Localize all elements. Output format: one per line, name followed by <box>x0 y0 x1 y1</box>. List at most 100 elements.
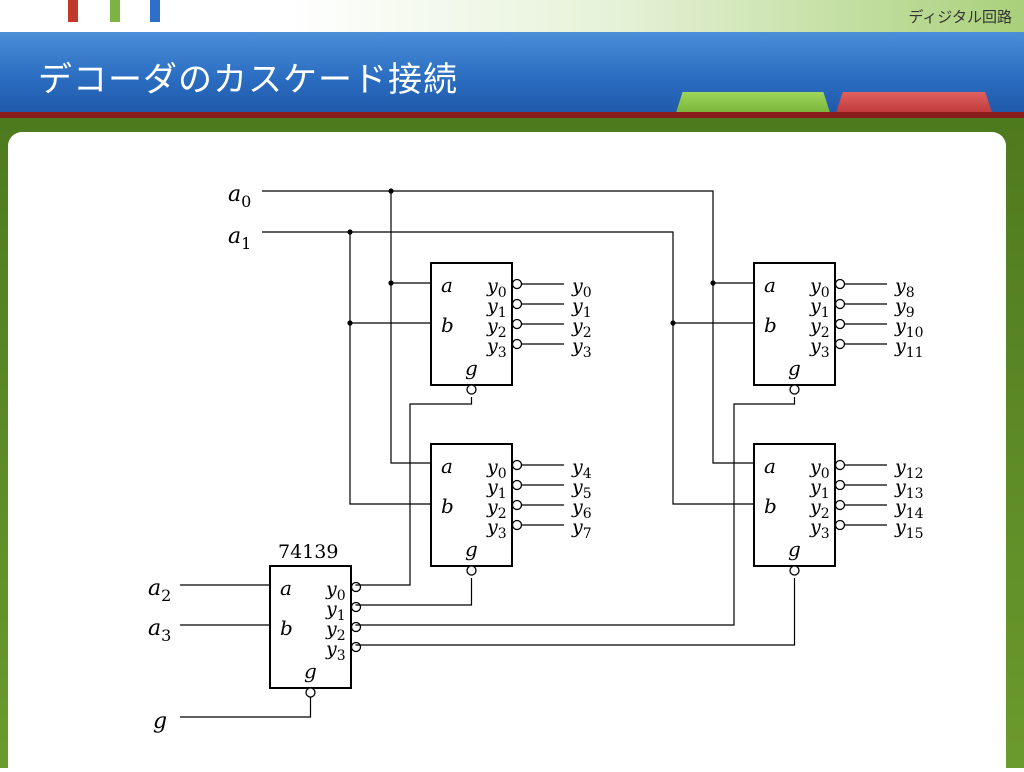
a0-junction-d3 <box>710 280 716 286</box>
decoder-1-y0-bubble <box>511 278 523 290</box>
decoder-4-pin-y3-subscript: 3 <box>821 526 830 542</box>
decoder-main-pin-b: b <box>280 616 293 640</box>
decoder-3-pin-a: a <box>764 273 776 297</box>
course-title: ディジタル回路 <box>908 8 1012 26</box>
deco-bar-red <box>68 0 78 22</box>
decoder-3-pin-b: b <box>764 313 777 337</box>
decoder-3-y3-bubble <box>834 338 846 350</box>
decoder-4-pin-y0-subscript: 0 <box>821 466 830 482</box>
decoder-main-pin-y0-subscript: 0 <box>337 588 346 604</box>
main-y1-to-decoder2-g <box>355 578 473 606</box>
deco-bar-green <box>110 0 120 22</box>
decoder-main-y0-bubble <box>350 581 362 593</box>
a1-junction-top <box>347 229 353 235</box>
decoder-main-box <box>269 565 352 689</box>
input-label-a0-subscript: 0 <box>241 192 251 211</box>
decoder-main-y3-bubble <box>350 641 362 653</box>
input-label-a1-subscript: 1 <box>241 234 251 253</box>
slide-header: デコーダのカスケード接続 <box>0 32 1024 122</box>
output-label-y2-subscript: 2 <box>583 325 592 341</box>
decoder-3-pin-y3-subscript: 3 <box>821 345 830 361</box>
output-label-y10-subscript: 10 <box>906 325 924 341</box>
output-label-y0-subscript: 0 <box>583 285 592 301</box>
decoder-2-pin-y3-subscript: 3 <box>498 526 507 542</box>
decoder-3-y2-bubble <box>834 318 846 330</box>
decoder-main-y2-bubble <box>350 621 362 633</box>
decoder-main-pin-g: g <box>304 659 317 683</box>
output-label-y14-subscript: 14 <box>906 506 924 522</box>
decoder-2-y2-bubble <box>511 499 523 511</box>
output-label-y6-subscript: 6 <box>583 506 592 522</box>
output-label-y11-subscript: 11 <box>906 345 924 361</box>
decoder-4-g-bubble <box>789 565 800 576</box>
output-label-y9-subscript: 9 <box>906 305 915 321</box>
decoder-4-pin-y1-subscript: 1 <box>821 486 830 502</box>
output-label-y1-subscript: 1 <box>583 305 592 321</box>
a1-wire <box>262 231 754 505</box>
decoder-2-y1-bubble <box>511 479 523 491</box>
decoder-1-pin-y2-subscript: 2 <box>498 325 507 341</box>
decoder-2-pin-y1-subscript: 1 <box>498 486 507 502</box>
output-label-y12-subscript: 12 <box>906 466 924 482</box>
input-label-a0: a0 <box>228 182 251 211</box>
decoder-4-y1-bubble <box>834 479 846 491</box>
decoder-1-y2-bubble <box>511 318 523 330</box>
decoder-main-pin-y2-subscript: 2 <box>337 628 346 644</box>
a0-junction-top <box>388 188 394 194</box>
decoder-2-pin-b: b <box>441 494 454 518</box>
input-label-a2-subscript: 2 <box>161 586 171 605</box>
input-label-a1: a1 <box>228 224 251 253</box>
decoder-3-y0-bubble <box>834 278 846 290</box>
decoder-1-pin-b: b <box>441 313 454 337</box>
decoder-4-y2-bubble <box>834 499 846 511</box>
decoder-4-pin-b: b <box>764 494 777 518</box>
decoder-1-pin-a: a <box>441 273 453 297</box>
decoder-4-pin-g: g <box>788 537 801 561</box>
main-y3-to-decoder4-g <box>355 578 796 646</box>
output-label-y7-subscript: 7 <box>583 526 592 542</box>
decoder-main-pin-y3-subscript: 3 <box>337 648 346 664</box>
decoder-1-y1-bubble <box>511 298 523 310</box>
decoder-1-pin-y3-subscript: 3 <box>498 345 507 361</box>
decoder-2-pin-g: g <box>465 537 478 561</box>
decoder-2-pin-y2-subscript: 2 <box>498 506 507 522</box>
decoder-4-pin-a: a <box>764 454 776 478</box>
decoder-2-y0-bubble <box>511 459 523 471</box>
a1-junction-d3 <box>670 320 676 326</box>
decoder-3-box <box>753 262 836 386</box>
deco-bar-blue <box>150 0 160 22</box>
decoder-main-g-bubble <box>305 687 316 698</box>
decoder-2-y3-bubble <box>511 519 523 531</box>
decoder-2-pin-y0-subscript: 0 <box>498 466 507 482</box>
decoder-4-pin-y2-subscript: 2 <box>821 506 830 522</box>
decoder-3-y1-bubble <box>834 298 846 310</box>
output-label-y13-subscript: 13 <box>906 486 924 502</box>
a0-junction-d1 <box>388 280 394 286</box>
decoder-main-pin-a: a <box>280 576 292 600</box>
output-label-y8-subscript: 8 <box>906 285 915 301</box>
decoder-4-y0-bubble <box>834 459 846 471</box>
frame-red-stripe <box>0 112 1024 120</box>
decoder-3-pin-y1-subscript: 1 <box>821 305 830 321</box>
input-label-a2: a2 <box>148 576 171 605</box>
decoder-2-g-bubble <box>466 565 477 576</box>
top-bar: ディジタル回路 <box>0 0 1024 32</box>
main-y2-to-decoder3-g <box>355 397 796 626</box>
slide-title: デコーダのカスケード接続 <box>38 60 458 100</box>
decoder-1-pin-g: g <box>465 356 478 380</box>
decoder-1-pin-y0-subscript: 0 <box>498 285 507 301</box>
decoder-3-pin-g: g <box>788 356 801 380</box>
decoder-3-pin-y0-subscript: 0 <box>821 285 830 301</box>
a1-junction-d1 <box>347 320 353 326</box>
main-chip-label: 74139 <box>278 541 338 563</box>
decoder-main-y1-bubble <box>350 601 362 613</box>
output-label-y4-subscript: 4 <box>583 466 592 482</box>
input-label-g: g <box>153 709 167 734</box>
input-label-a3: a3 <box>148 616 171 645</box>
decoder-3-g-bubble <box>789 384 800 395</box>
decoder-1-g-bubble <box>466 384 477 395</box>
g-wire <box>180 697 312 718</box>
decoder-1-y3-bubble <box>511 338 523 350</box>
